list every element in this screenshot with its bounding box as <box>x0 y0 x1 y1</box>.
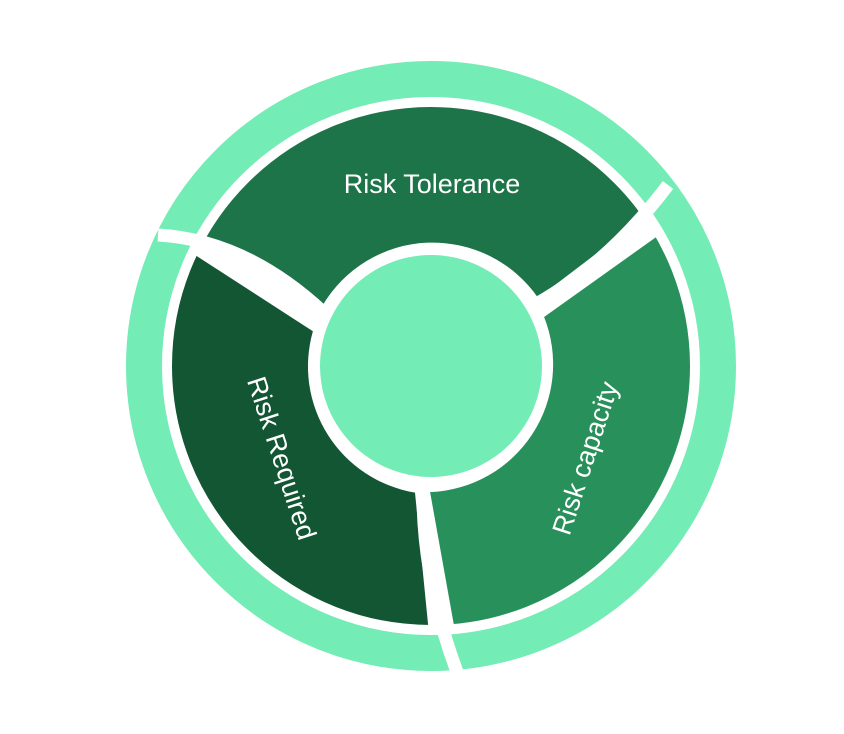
divider-top-right <box>534 181 674 309</box>
segment-outline <box>166 101 696 631</box>
segment-risk-capacity <box>430 234 695 626</box>
segment-dividers <box>157 181 674 675</box>
outer-ring <box>126 61 736 671</box>
divider-bottom <box>416 493 464 675</box>
outer-ring-band <box>126 61 736 671</box>
label-risk-tolerance: Risk Tolerance <box>344 169 521 199</box>
segment-risk-tolerance <box>205 105 646 307</box>
divider-left <box>157 228 327 316</box>
center-circle <box>320 255 542 477</box>
